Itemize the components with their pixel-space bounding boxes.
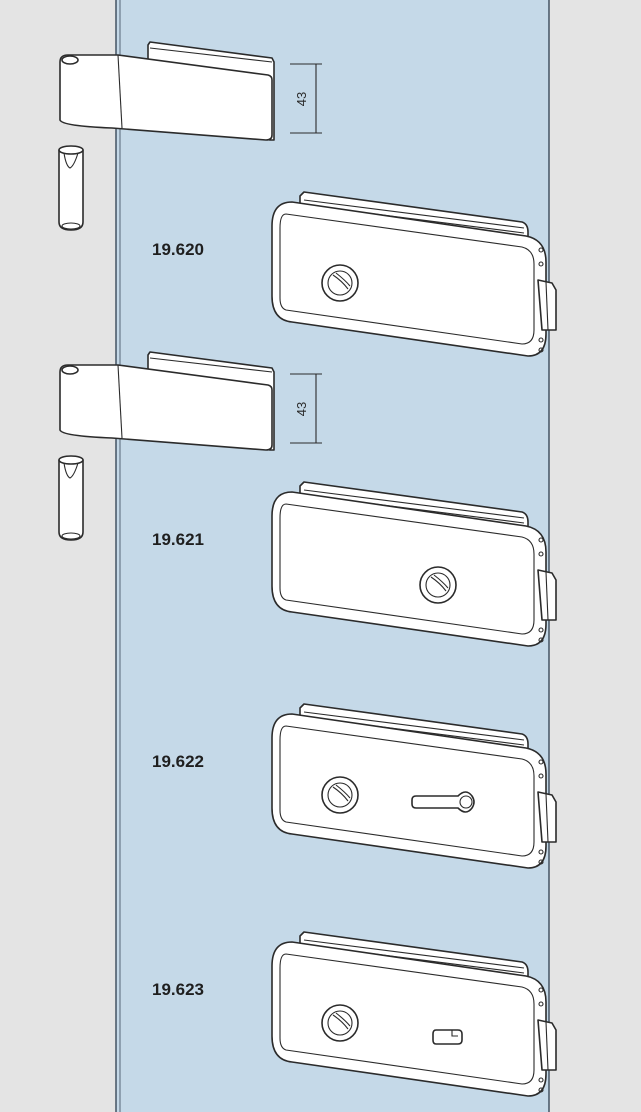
lock-19.621: 19.621 — [152, 481, 557, 647]
hinge-dimension-label: 43 — [294, 92, 309, 106]
lock-19.620: 19.620 — [152, 191, 557, 357]
lock-code-label: 19.620 — [152, 240, 204, 259]
hinge-1: 43 — [58, 41, 323, 231]
lock-code-label: 19.623 — [152, 980, 204, 999]
hinge-2: 43 — [58, 351, 323, 541]
hinge-dimension-label: 43 — [294, 402, 309, 416]
lock-group: 19.620 19.621 19.622 19.623 — [152, 191, 557, 1097]
lock-code-label: 19.621 — [152, 530, 204, 549]
lock-19.623: 19.623 — [152, 931, 557, 1097]
small-key-icon — [432, 1029, 463, 1045]
lock-code-label: 19.622 — [152, 752, 204, 771]
release-knob-icon — [321, 264, 359, 302]
hinge-group: 43 43 — [58, 41, 323, 541]
release-knob-icon — [321, 1004, 359, 1042]
lock-19.622: 19.622 — [152, 703, 557, 869]
release-knob-icon — [419, 566, 457, 604]
release-knob-icon — [321, 776, 359, 814]
